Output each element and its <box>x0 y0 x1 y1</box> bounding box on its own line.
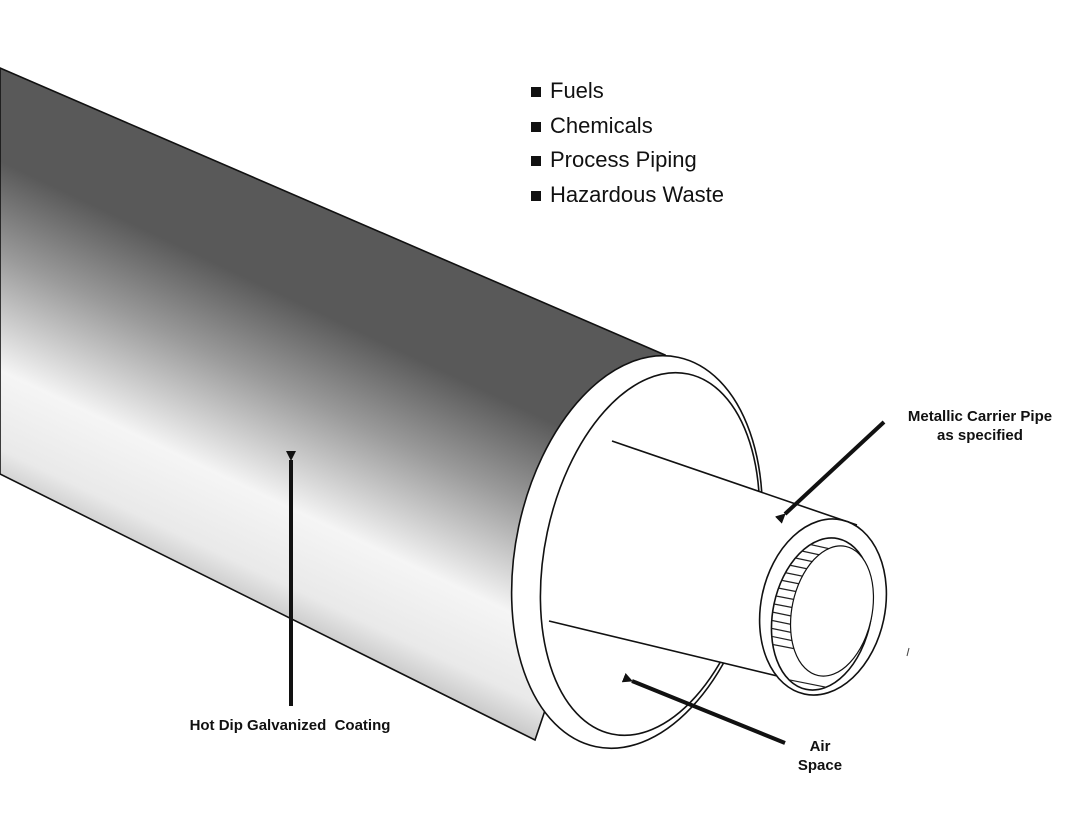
uses-list-item: Process Piping <box>531 143 724 178</box>
square-bullet-icon <box>531 190 541 201</box>
air-space-callout-line2: Space <box>797 757 843 774</box>
carrier-pipe-arrow <box>775 420 886 524</box>
bore-back-rim <box>789 545 875 677</box>
uses-list-item: Chemicals <box>531 109 724 144</box>
carrier-pipe-callout-line1: Metallic Carrier Pipe <box>907 408 1053 425</box>
uses-item-label: Fuels <box>550 78 604 103</box>
air-space-callout-line1: Air <box>809 738 831 755</box>
air-space-arrow <box>621 672 786 745</box>
outer-casing-body <box>0 67 666 742</box>
carrier-pipe-callout: Metallic Carrier Pipe as specified <box>895 407 1065 445</box>
uses-item-label: Chemicals <box>550 112 653 138</box>
stray-mark <box>906 647 910 657</box>
coating-callout-text: Hot Dip Galvanized Coating <box>189 717 391 734</box>
carrier-pipe-top-edge <box>611 440 858 526</box>
uses-list: Fuels Chemicals Process Piping Hazardous… <box>531 74 724 212</box>
square-bullet-icon <box>531 87 541 98</box>
air-space-callout: Air Space <box>790 737 850 775</box>
uses-list-item: Hazardous Waste <box>531 178 724 213</box>
square-bullet-icon <box>531 156 541 167</box>
uses-item-label: Hazardous Waste <box>550 181 725 207</box>
coating-callout: Hot Dip Galvanized Coating <box>160 716 420 735</box>
square-bullet-icon <box>531 121 541 132</box>
uses-list-item: Fuels <box>531 74 724 109</box>
carrier-pipe-callout-line2: as specified <box>937 427 1023 444</box>
uses-item-label: Process Piping <box>550 147 697 172</box>
